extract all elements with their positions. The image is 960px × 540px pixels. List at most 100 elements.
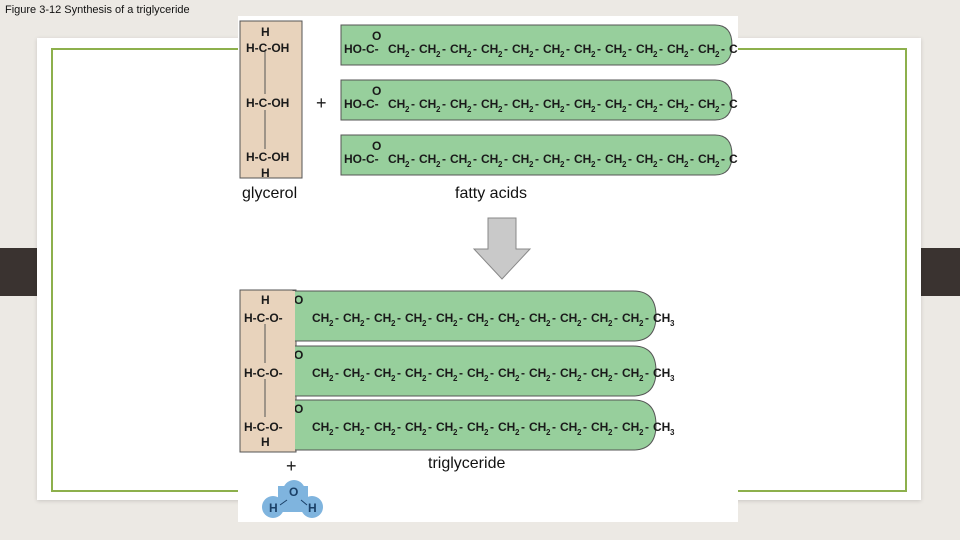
ch2-unit: CH [467,420,484,434]
ch3-unit: CH [729,152,738,166]
ch2-subscript: 2 [329,428,334,437]
ch2-unit: CH [388,152,405,166]
carbonyl-oxygen: O [372,139,381,153]
water-hydrogen-right: H [308,501,317,515]
ch2-unit: CH [481,42,498,56]
ch2-subscript: 2 [546,319,551,328]
bond: - [335,311,339,325]
ch2-subscript: 2 [405,105,410,114]
bond: - [504,42,508,56]
ch2-subscript: 2 [622,50,627,59]
ch2-subscript: 2 [498,50,503,59]
ch2-subscript: 2 [467,160,472,169]
bond: - [690,152,694,166]
ch2-unit: CH [312,311,329,325]
glycerol-bottom-h: H [261,166,270,180]
ch2-unit: CH [636,97,653,111]
bond: - [428,366,432,380]
bond: - [583,311,587,325]
ch2-subscript: 2 [467,50,472,59]
glycerol-ester-row: H-C-O- [244,366,283,380]
bond: - [397,311,401,325]
ch2-subscript: 2 [529,105,534,114]
bond: - [442,42,446,56]
bond: - [490,366,494,380]
ch2-subscript: 2 [422,428,427,437]
plus-sign-products: + [286,456,297,476]
bond: - [690,42,694,56]
bond: - [721,42,725,56]
bond: - [628,42,632,56]
bond: - [473,42,477,56]
ch2-subscript: 2 [591,50,596,59]
ch2-subscript: 2 [405,50,410,59]
ch2-unit: CH [622,420,639,434]
glycerol-label: glycerol [242,185,298,202]
ch2-unit: CH [481,152,498,166]
glycerol-row-2: H-C-OH [246,96,289,110]
ch2-unit: CH [481,97,498,111]
ch2-unit: CH [498,366,515,380]
ch2-unit: CH [343,420,360,434]
bond: - [659,42,663,56]
ch2-subscript: 2 [560,160,565,169]
carbonyl-oxygen: O [372,84,381,98]
ch2-unit: CH [343,311,360,325]
ch2-subscript: 2 [622,160,627,169]
ch2-unit: CH [574,42,591,56]
ch2-unit: CH [436,420,453,434]
ch2-subscript: 2 [608,374,613,383]
ch2-subscript: 2 [360,374,365,383]
water-hydrogen-left: H [269,501,278,515]
ch2-unit: CH [605,42,622,56]
ch2-unit: CH [529,420,546,434]
bond: - [583,366,587,380]
ch2-unit: CH [636,152,653,166]
bond: - [659,152,663,166]
ch2-subscript: 2 [715,160,720,169]
bond: - [459,420,463,434]
ch2-unit: CH [498,420,515,434]
ch2-subscript: 2 [546,374,551,383]
ch2-subscript: 2 [639,374,644,383]
ch2-subscript: 2 [653,160,658,169]
triglyceride-chain-1: OH-C-O-C-CH2-CH2-CH2-CH2-CH2-CH2-CH2-CH2… [244,290,675,342]
bond: - [645,311,649,325]
ch2-subscript: 2 [329,374,334,383]
ch2-subscript: 2 [484,428,489,437]
ch2-unit: CH [450,42,467,56]
ch2-subscript: 2 [515,374,520,383]
ch2-unit: CH [622,311,639,325]
ch2-unit: CH [312,420,329,434]
bond: - [614,311,618,325]
carboxyl-head: HO-C- [344,152,379,166]
ch2-unit: CH [388,42,405,56]
triglyceride-band [292,345,657,397]
ch2-unit: CH [467,311,484,325]
ch3-unit: CH [653,366,670,380]
bond: - [535,152,539,166]
ch2-subscript: 2 [529,160,534,169]
ch2-unit: CH [574,152,591,166]
ch2-unit: CH [591,420,608,434]
bond: - [721,152,725,166]
ch2-unit: CH [498,311,515,325]
ch2-unit: CH [529,366,546,380]
ch2-subscript: 2 [577,319,582,328]
ch2-unit: CH [343,366,360,380]
ch2-unit: CH [560,420,577,434]
ch2-subscript: 2 [422,374,427,383]
ch2-subscript: 2 [453,428,458,437]
ch3-unit: CH [729,97,738,111]
bond: - [490,311,494,325]
ch2-subscript: 2 [391,319,396,328]
carbonyl-oxygen: O [294,402,303,416]
ch3-unit: CH [653,311,670,325]
ch2-unit: CH [574,97,591,111]
ch2-unit: CH [512,42,529,56]
ch2-subscript: 2 [484,374,489,383]
ch2-unit: CH [405,420,422,434]
fatty-acid-band [340,24,733,66]
bond: - [428,311,432,325]
